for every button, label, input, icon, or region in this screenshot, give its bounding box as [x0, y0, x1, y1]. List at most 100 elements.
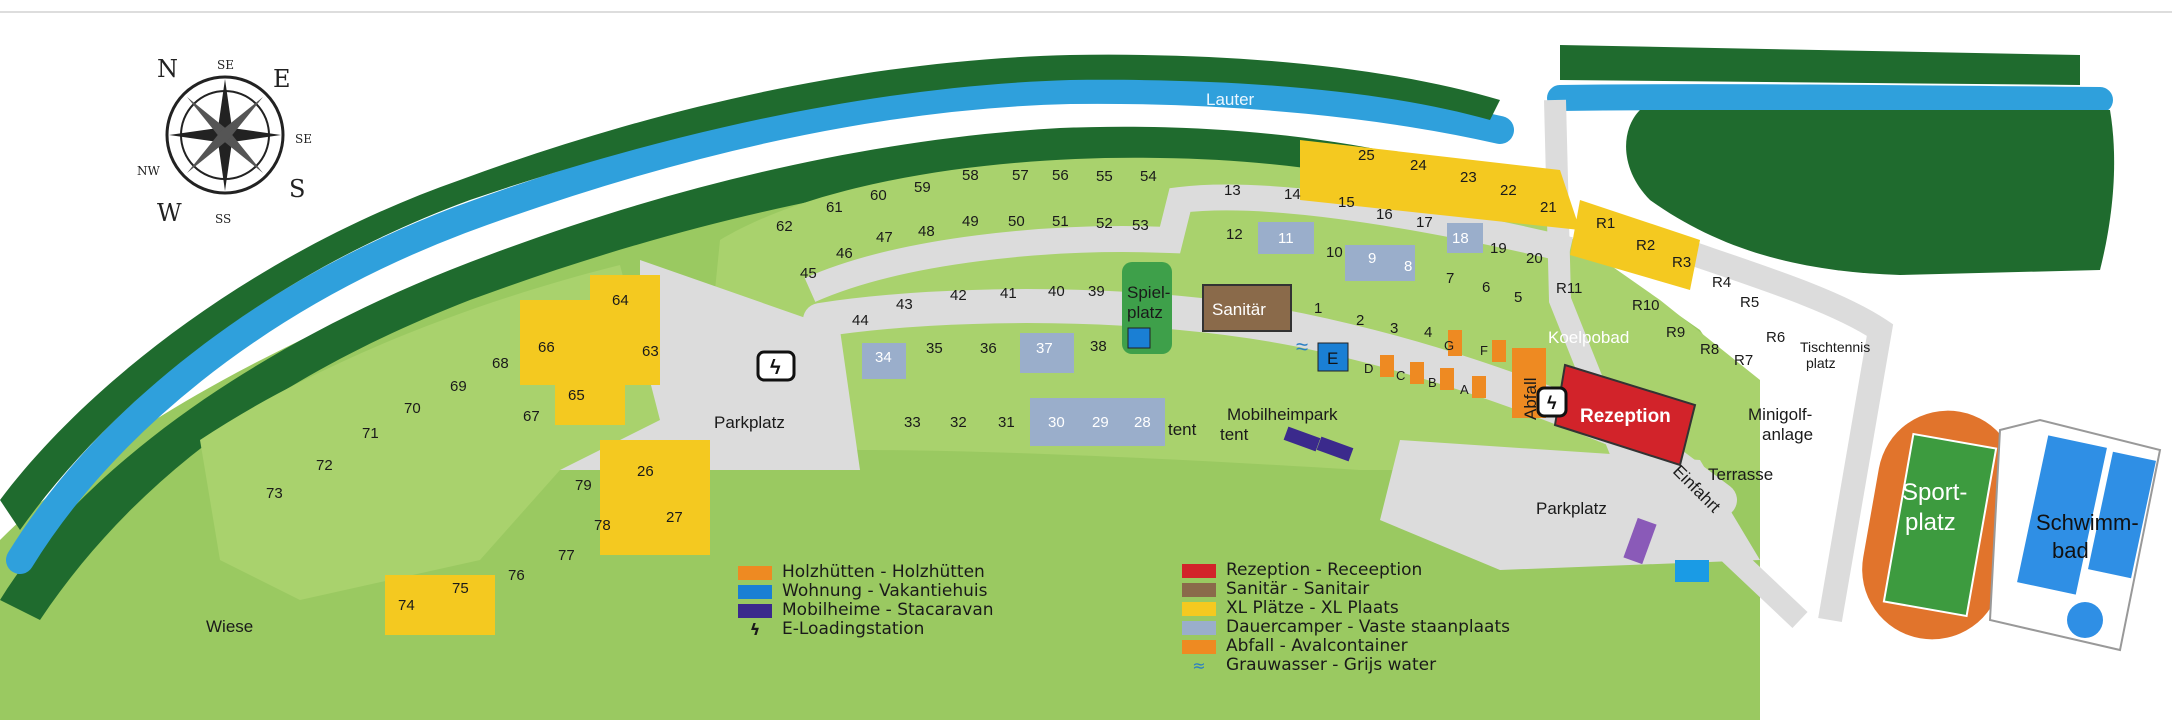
mobilheim-east [1623, 517, 1657, 565]
hut-c [1410, 362, 1424, 384]
label-schwimm-2: bad [2052, 538, 2089, 563]
plot-55: 55 [1096, 168, 1113, 185]
plot-75: 75 [452, 580, 469, 597]
hut-label-b: B [1428, 375, 1437, 390]
plot-r8: R8 [1700, 341, 1719, 358]
label-minigolf-2: anlage [1762, 425, 1813, 444]
plot-r11: R11 [1556, 280, 1582, 297]
legend-row-holzhuetten: Holzhütten - Holzhütten [738, 563, 994, 582]
plot-18: 18 [1452, 230, 1469, 247]
plot-23: 23 [1460, 169, 1477, 186]
plot-49: 49 [962, 213, 979, 230]
plot-14: 14 [1284, 186, 1301, 203]
plot-26: 26 [637, 463, 654, 480]
parkplatz-east-area [1380, 440, 1760, 570]
plot-28: 28 [1134, 414, 1151, 431]
plot-25: 25 [1358, 147, 1375, 164]
legend-label-grauwasser: Grauwasser - Grijs water [1226, 655, 1437, 675]
sportplatz-field [1882, 432, 1998, 618]
legend-row-dauercamper: Dauercamper - Vaste staanplaats [1182, 618, 1510, 637]
plot-71: 71 [362, 425, 379, 442]
e-loading-station-icon-east: ϟ [1536, 386, 1568, 418]
plot-numbers: 62 61 60 59 58 57 56 55 54 46 47 48 49 5… [266, 147, 1785, 614]
plot-47: 47 [876, 229, 893, 246]
label-parkplatz-east: Parkplatz [1536, 499, 1607, 518]
legend-right: Rezeption - Receeption Sanitär - Sanitai… [1182, 561, 1510, 675]
legend-label-wohnung: Wohnung - Vakantiehuis [782, 581, 988, 601]
plot-53: 53 [1132, 217, 1149, 234]
legend-label-dauercamper: Dauercamper - Vaste staanplaats [1226, 617, 1510, 637]
schwimmbad-pool-2 [2088, 451, 2156, 579]
plot-r7: R7 [1734, 352, 1753, 369]
legend-row-rezeption: Rezeption - Receeption [1182, 561, 1510, 580]
plot-77: 77 [558, 547, 575, 564]
label-tischtennis-2: platz [1806, 355, 1836, 371]
plot-68: 68 [492, 355, 509, 372]
grauwasser-icon: ≈ [1296, 334, 1308, 359]
legend-swatch-mobilheime [738, 603, 772, 618]
compass-se-right: SE [295, 132, 312, 146]
legend-swatch-dauercamper [1182, 620, 1216, 635]
camp-loop-road [804, 184, 1573, 302]
plot-22: 22 [1500, 182, 1517, 199]
forest-east-top [1560, 45, 2080, 85]
plot-73: 73 [266, 485, 283, 502]
hut-label-d: D [1364, 361, 1373, 376]
plot-13: 13 [1224, 182, 1241, 199]
plot-56: 56 [1052, 167, 1069, 184]
plot-r5: R5 [1740, 294, 1759, 311]
plot-r2: R2 [1636, 237, 1655, 254]
dauer-plot-11 [1258, 222, 1314, 254]
plot-74: 74 [398, 597, 415, 614]
plot-63: 63 [642, 343, 659, 360]
compass-ss: SS [215, 212, 231, 226]
compass-nw: NW [137, 164, 161, 178]
plot-40: 40 [1048, 283, 1065, 300]
legend-swatch-rezeption [1182, 563, 1216, 578]
label-parkplatz-west: Parkplatz [714, 413, 785, 432]
charging-icon: ϟ [749, 620, 761, 639]
hut-f [1492, 340, 1506, 362]
legend-swatch-sanitaer [1182, 582, 1216, 597]
plot-6: 6 [1482, 279, 1490, 296]
mobilheim-2 [1316, 436, 1354, 462]
plot-36: 36 [980, 340, 997, 357]
plot-12: 12 [1226, 226, 1243, 243]
plot-61: 61 [826, 199, 843, 216]
schwimmbad-round-pool [2067, 602, 2103, 638]
compass-se-top: SE [217, 58, 234, 72]
plot-7: 7 [1446, 270, 1454, 287]
wohnung-east [1675, 560, 1709, 582]
plot-64: 64 [612, 292, 629, 309]
plot-33: 33 [904, 414, 921, 431]
plot-62: 62 [776, 218, 793, 235]
plot-43: 43 [896, 296, 913, 313]
e-loading-station-icon: ϟ [756, 350, 796, 382]
xl-plot-74-75 [385, 575, 495, 635]
dauer-plot-30-28 [1030, 398, 1165, 446]
dauer-plot-9-8 [1345, 245, 1415, 281]
label-spielplatz-2: platz [1127, 303, 1163, 322]
label-terrasse: Terrasse [1708, 465, 1773, 484]
plot-59: 59 [914, 179, 931, 196]
plot-46: 46 [836, 245, 853, 262]
plot-9: 9 [1368, 250, 1376, 267]
compass-s: S [289, 175, 305, 203]
hut-label-g: G [1444, 338, 1454, 353]
svg-text:ϟ: ϟ [770, 357, 781, 379]
plot-10: 10 [1326, 244, 1343, 261]
plot-r4: R4 [1712, 274, 1731, 291]
xl-plots-north [1300, 140, 1580, 230]
legend-row-wohnung: Wohnung - Vakantiehuis [738, 582, 994, 601]
plot-34: 34 [875, 349, 892, 366]
plot-72: 72 [316, 457, 333, 474]
plot-r9: R9 [1666, 324, 1685, 341]
plot-30: 30 [1048, 414, 1065, 431]
plot-8: 8 [1404, 258, 1412, 275]
wohnung-e-box [1317, 342, 1349, 372]
hut-label-a: A [1460, 382, 1469, 397]
plot-76: 76 [508, 567, 525, 584]
schwimmbad-pool-1 [2017, 435, 2107, 595]
compass-e: E [273, 65, 291, 93]
plot-37: 37 [1036, 340, 1053, 357]
